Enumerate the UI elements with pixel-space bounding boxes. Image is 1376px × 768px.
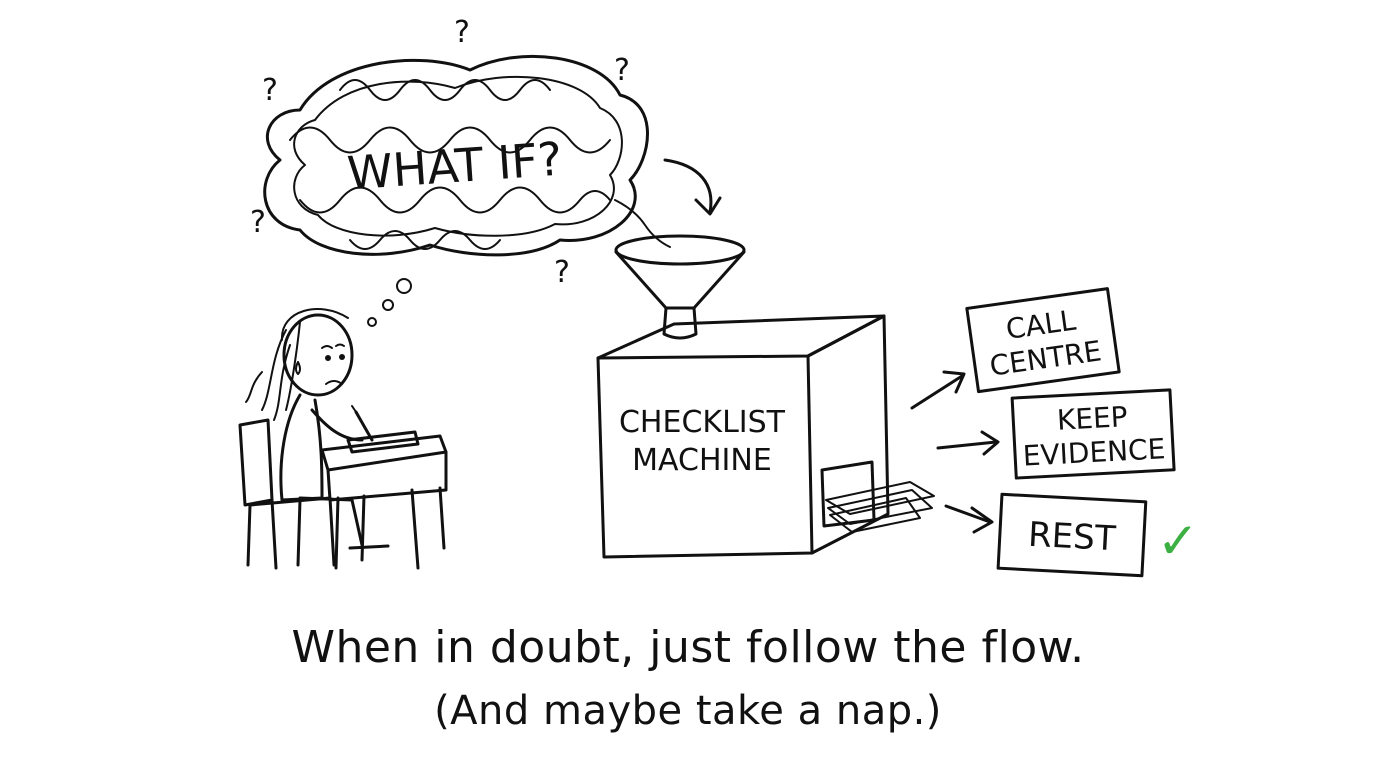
question-mark: ? <box>454 15 470 50</box>
caption-line1: When in doubt, just follow the flow. <box>291 622 1085 673</box>
output-rest: REST <box>996 492 1148 578</box>
funnel-icon <box>614 234 746 340</box>
check-mark-icon: ✓ <box>1157 512 1199 570</box>
question-mark: ? <box>614 53 630 88</box>
caption-line2: (And maybe take a nap.) <box>434 688 942 734</box>
machine-label-line1: CHECKLIST <box>619 405 786 440</box>
output-arrows <box>910 370 1000 534</box>
desk <box>320 430 448 570</box>
question-mark: ? <box>554 255 570 290</box>
output-label: EVIDENCE <box>1022 432 1166 472</box>
output-label: REST <box>1027 515 1117 560</box>
worried-person <box>238 308 390 570</box>
question-mark: ? <box>250 205 266 240</box>
thought-cloud: WHAT IF? <box>263 54 671 257</box>
output-label: KEEP <box>1056 400 1128 437</box>
question-mark: ? <box>262 73 278 108</box>
output-keep-evidence: KEEP EVIDENCE <box>1010 388 1176 480</box>
machine-label-line2: MACHINE <box>632 443 772 478</box>
thought-bubbles <box>367 278 412 327</box>
question-marks: ? ? ? ? ? ? <box>250 15 630 290</box>
curved-arrow-icon <box>663 158 722 216</box>
output-call-centre: CALL CENTRE <box>965 287 1121 394</box>
checklist-machine: CHECKLIST MACHINE <box>596 314 935 559</box>
thought-label: WHAT IF? <box>346 132 564 201</box>
